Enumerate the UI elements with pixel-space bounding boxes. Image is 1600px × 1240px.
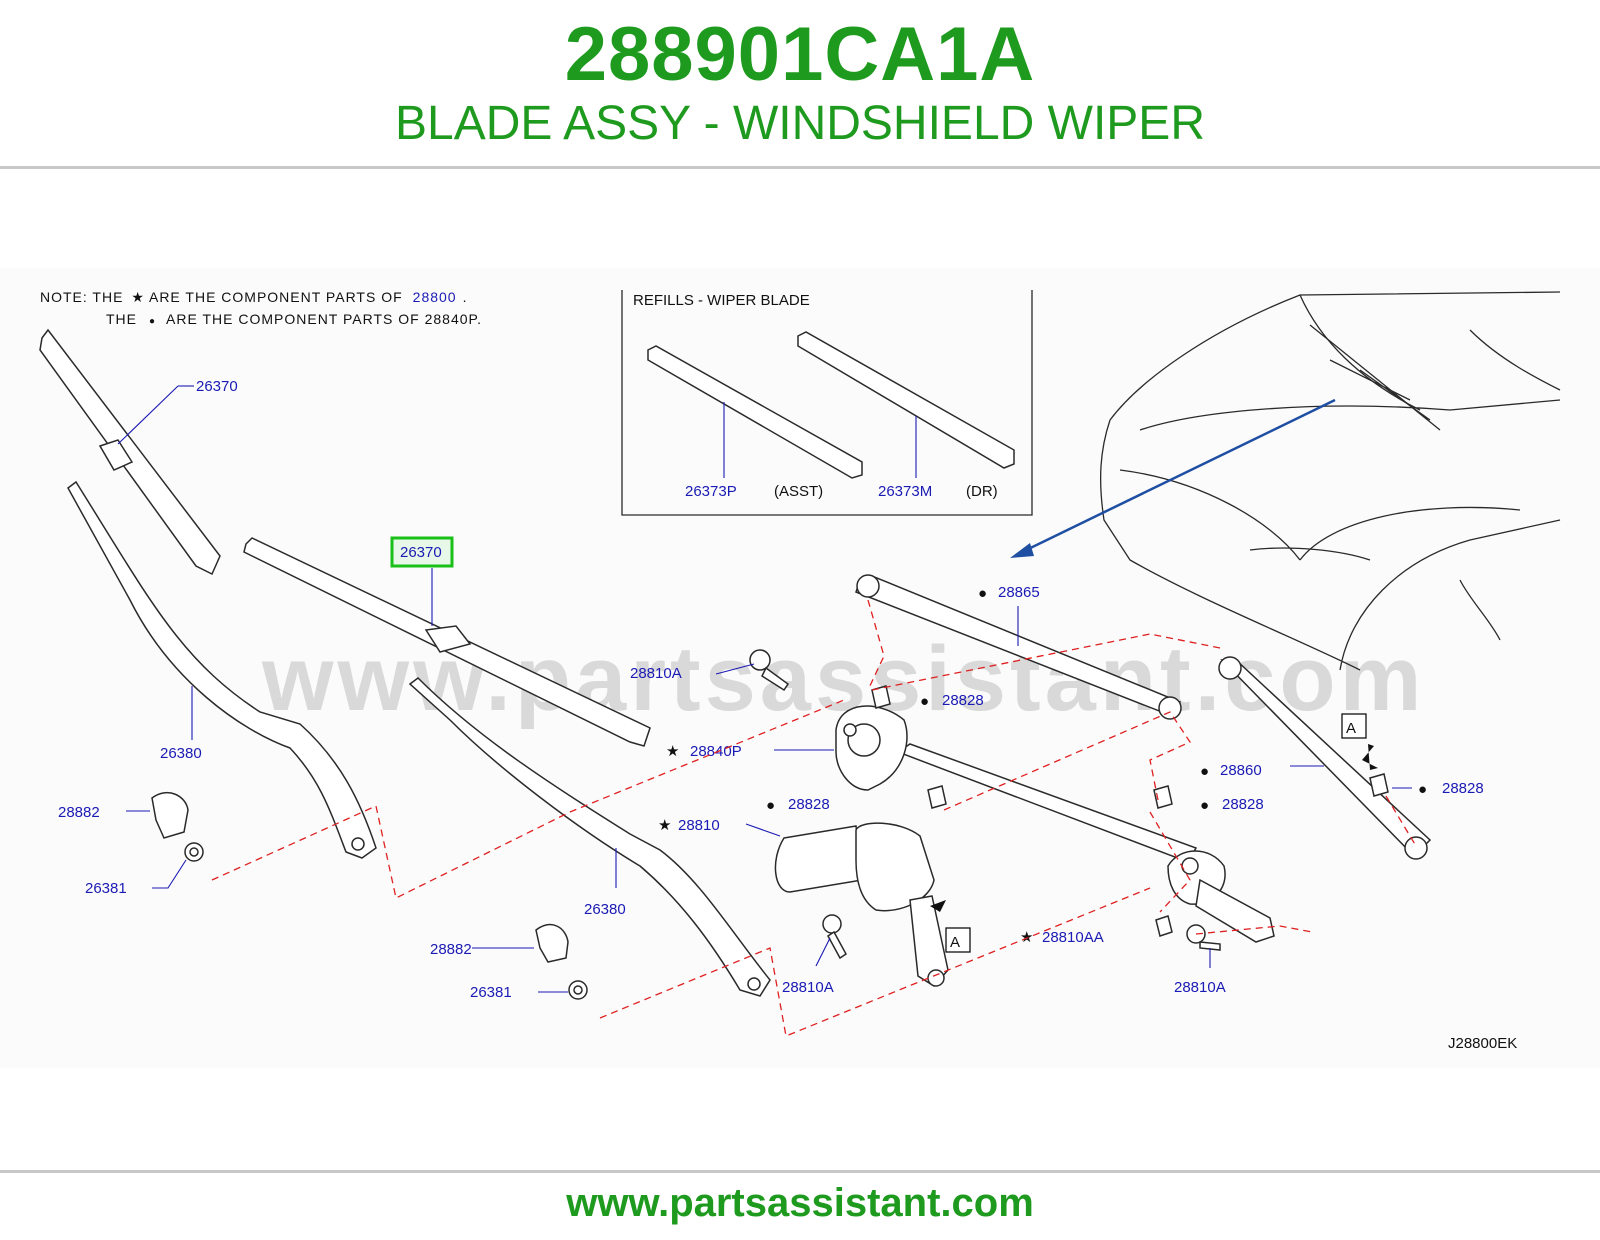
diagram-code: J28800EK <box>1448 1035 1517 1052</box>
label-link-top: 28865 <box>998 584 1040 601</box>
label-linkage: 28840P <box>690 743 742 760</box>
bracket-28810aa <box>1155 915 1173 937</box>
svg-text:●: ● <box>766 797 775 814</box>
svg-text:●: ● <box>920 693 929 710</box>
refill-dr-tag: (DR) <box>966 483 998 500</box>
svg-text:★: ★ <box>666 743 679 760</box>
label-nut-left: 26381 <box>85 880 127 897</box>
footer-divider <box>0 1170 1600 1173</box>
label-bush-3: 28828 <box>1222 796 1264 813</box>
bushing-4 <box>1369 773 1389 797</box>
refill-dr <box>797 331 1015 469</box>
refills-box: REFILLS - WIPER BLADE 26373P (ASST) 2637… <box>621 290 1033 516</box>
svg-text:A: A <box>950 934 960 951</box>
header: 288901CA1A BLADE ASSY - WINDSHIELD WIPER <box>0 0 1600 172</box>
arm-center-pivot <box>747 977 761 991</box>
arm-left-pivot <box>351 837 365 851</box>
part-name-subtitle: BLADE ASSY - WINDSHIELD WIPER <box>395 97 1205 150</box>
label-cap-center: 28882 <box>430 941 472 958</box>
refill-asst-code: 26373P <box>685 483 737 500</box>
refill-asst <box>647 345 863 479</box>
cap-left <box>151 792 189 839</box>
note-ref-28800: 28800 <box>413 289 457 305</box>
svg-text:●: ● <box>1200 797 1209 814</box>
view-a-marker-1 <box>1341 713 1367 739</box>
refills-title: REFILLS - WIPER BLADE <box>633 292 810 309</box>
highlight-box <box>390 536 454 568</box>
label-arm-center: 26380 <box>584 901 626 918</box>
svg-text:★: ★ <box>658 817 671 834</box>
vehicle-outline <box>1010 291 1561 671</box>
wiper-blade-upper <box>39 328 221 576</box>
footer-url[interactable]: www.partsassistant.com <box>566 1181 1034 1225</box>
blade-adapter-upper <box>98 439 134 471</box>
note-line-2: THE●ARE THE COMPONENT PARTS OF 28840P. <box>106 311 482 327</box>
bolt-bottom-left <box>822 914 847 960</box>
refill-dr-code: 26373M <box>878 483 932 500</box>
parts-diagram: www.partsassistant.com NOTE: THE★ARE THE… <box>0 268 1600 1068</box>
part-number-title: 288901CA1A <box>564 12 1036 97</box>
cap-center <box>535 924 569 963</box>
label-cap-left: 28882 <box>58 804 100 821</box>
svg-text:●: ● <box>1418 781 1427 798</box>
label-blade-upper: 26370 <box>196 378 238 395</box>
bolt-bottom-right <box>1186 924 1221 951</box>
svg-text:●: ● <box>1200 763 1209 780</box>
bolt-top <box>749 649 790 692</box>
wiper-motor-body <box>774 825 863 893</box>
bushing-1 <box>871 685 891 709</box>
label-bracket: 28810AA <box>1042 929 1104 946</box>
bushing-3 <box>1153 785 1173 809</box>
svg-text:A: A <box>1346 720 1356 737</box>
diagram-svg: www.partsassistant.com NOTE: THE★ARE THE… <box>39 289 1561 1052</box>
label-blade-highlight: 26370 <box>400 544 442 561</box>
label-bush-1: 28828 <box>942 692 984 709</box>
blade-adapter-center <box>424 625 472 653</box>
header-divider <box>0 166 1600 169</box>
label-bush-2: 28828 <box>788 796 830 813</box>
label-bolt-top: 28810A <box>630 665 682 682</box>
view-a-marker-2 <box>945 927 971 953</box>
label-bush-4: 28828 <box>1442 780 1484 797</box>
label-bolt-bottom-left: 28810A <box>782 979 834 996</box>
label-arm-left: 26380 <box>160 745 202 762</box>
label-link-right: 28860 <box>1220 762 1262 779</box>
svg-text:●: ● <box>978 585 987 602</box>
label-motor: 28810 <box>678 817 720 834</box>
label-bolt-bottom-right: 28810A <box>1174 979 1226 996</box>
wiper-arm-center <box>408 677 771 997</box>
refill-asst-tag: (ASST) <box>774 483 823 500</box>
label-nut-center: 26381 <box>470 984 512 1001</box>
bushing-2 <box>927 785 947 809</box>
